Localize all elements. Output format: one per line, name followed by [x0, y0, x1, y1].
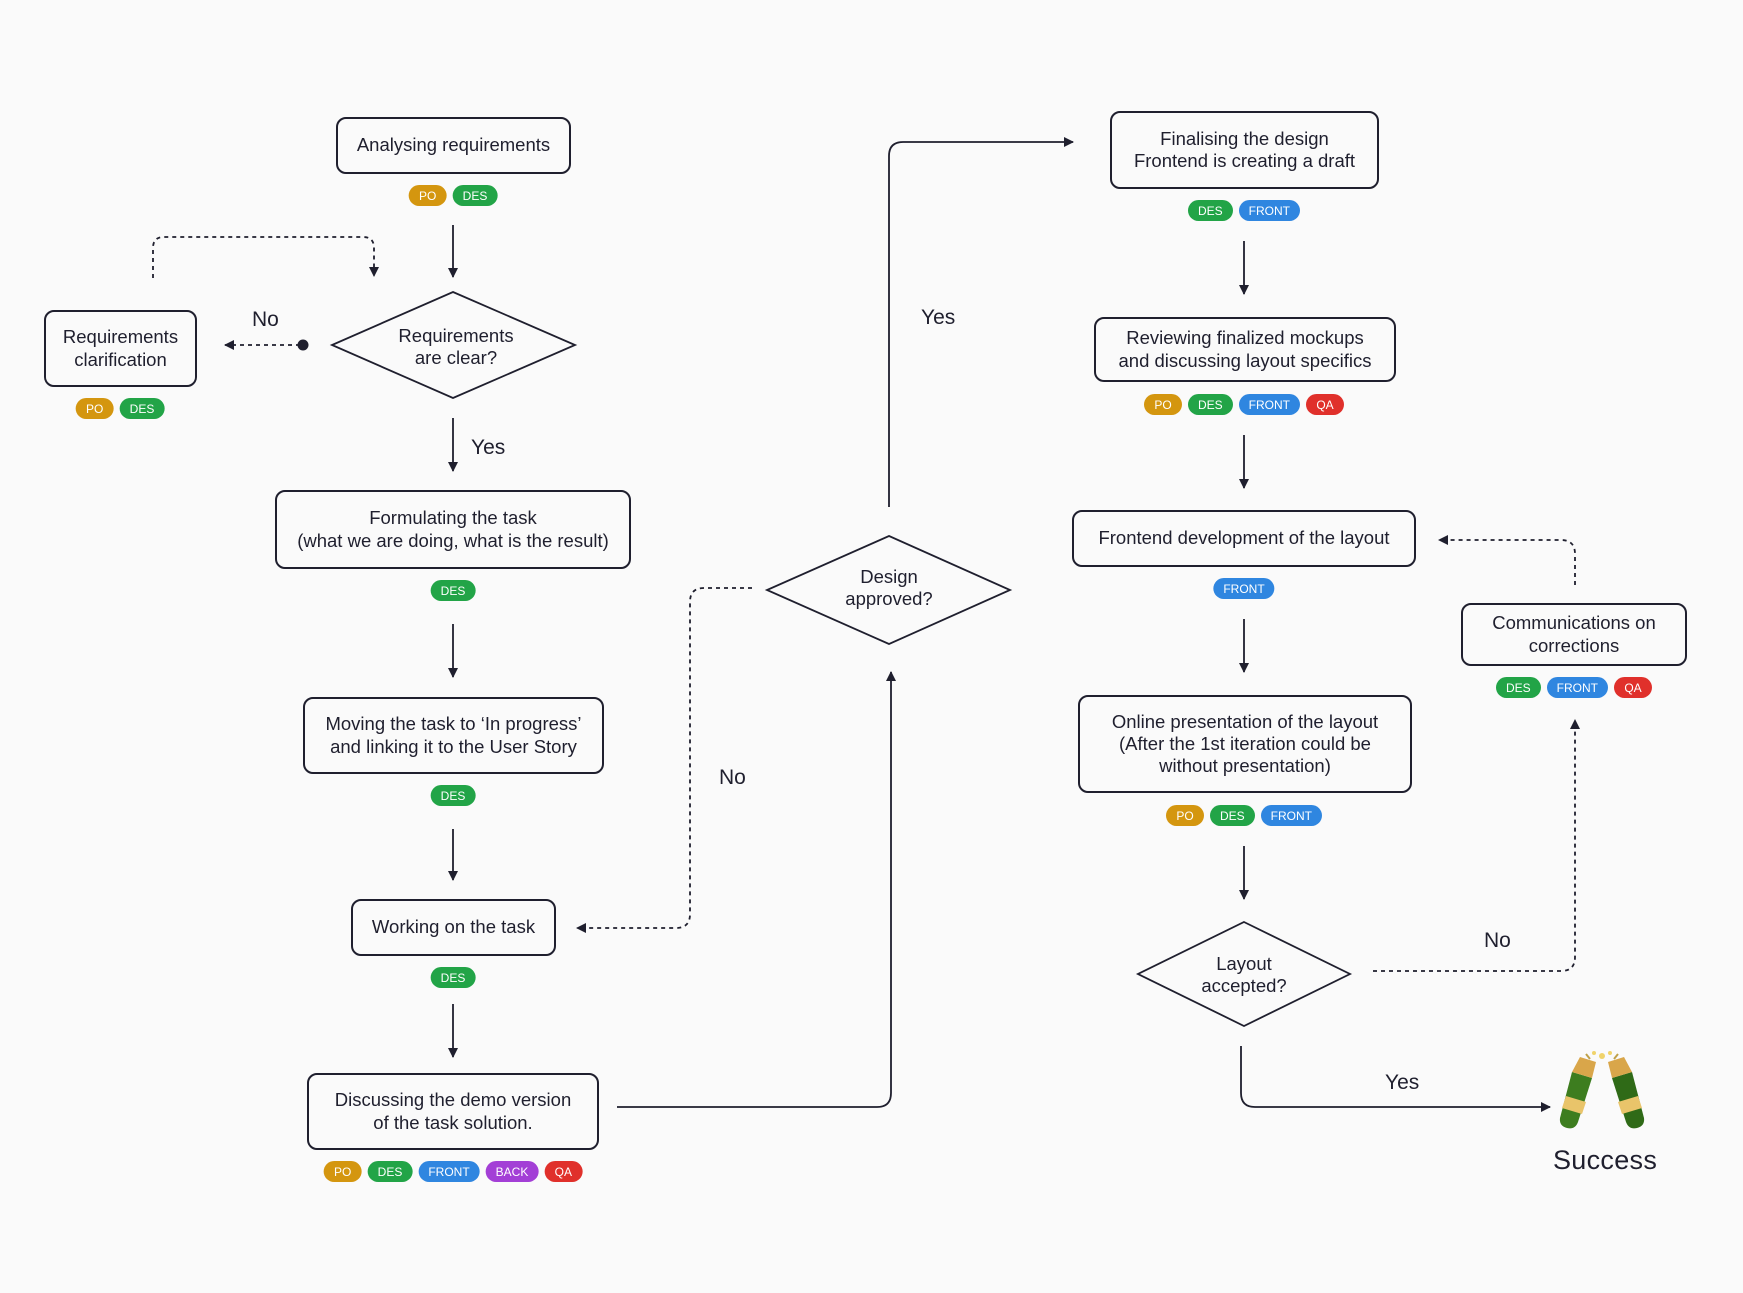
tags-formulating: DES: [430, 580, 476, 601]
node-text-line: Finalising the design: [1160, 127, 1329, 149]
node-text-line: clarification: [74, 348, 167, 370]
node-text-line: Requirements: [398, 324, 514, 346]
node-text-line: Working on the task: [371, 916, 536, 938]
no-branch-dot: [297, 339, 309, 351]
node-text-line: Requirements: [62, 326, 179, 348]
role-tag-front: FRONT: [1238, 200, 1301, 221]
role-tag-des: DES: [1209, 805, 1255, 826]
node-text-line: Frontend is creating a draft: [1133, 150, 1356, 171]
node-text-line: Formulating the task: [369, 507, 537, 529]
role-tag-front: FRONT: [1546, 677, 1609, 698]
node-online-presentation: Online presentation of the layout(After …: [1078, 695, 1412, 793]
node-text-line: are clear?: [414, 347, 498, 368]
node-text-line: Analysing requirements: [356, 134, 551, 156]
role-tag-des: DES: [430, 580, 476, 601]
role-tag-po: PO: [1143, 394, 1182, 415]
node-text-line: approved?: [845, 588, 933, 609]
label-yes-design: Yes: [921, 306, 956, 329]
node-text-line: (After the 1st iteration could be: [1119, 732, 1371, 754]
label-no-design: No: [719, 766, 746, 789]
node-text-line: Online presentation of the layout: [1111, 710, 1379, 732]
role-tag-qa: QA: [1306, 394, 1345, 415]
role-tag-po: PO: [408, 185, 447, 206]
role-tag-des: DES: [430, 967, 476, 988]
node-text-line: and linking it to the User Story: [330, 735, 577, 757]
label-yes-clear: Yes: [471, 436, 506, 459]
champagne-bottles-icon: [1559, 1051, 1645, 1129]
edge-communications-frontend: [1438, 535, 1576, 585]
node-text-line: and discussing layout specifics: [1118, 349, 1372, 371]
tags-moving: DES: [430, 785, 476, 806]
role-tag-des: DES: [1187, 394, 1233, 415]
tags-working: DES: [430, 967, 476, 988]
node-working-on-task: Working on the task: [351, 899, 556, 956]
label-yes-layout: Yes: [1385, 1071, 1420, 1094]
role-tag-back: BACK: [485, 1161, 539, 1182]
edge-discussing-design: [617, 671, 896, 1108]
edge-clarification-loop: [152, 236, 379, 278]
node-frontend-development: Frontend development of the layout: [1072, 510, 1416, 567]
role-tag-po: PO: [323, 1161, 362, 1182]
role-tag-front: FRONT: [1238, 394, 1301, 415]
node-formulating-task: Formulating the task(what we are doing, …: [275, 490, 631, 569]
node-text-line: Discussing the demo version: [334, 1089, 572, 1111]
node-text-line: Communications on: [1492, 612, 1656, 634]
edge-design-finalising: [888, 137, 1074, 507]
role-tag-des: DES: [430, 785, 476, 806]
node-text-line: Moving the task to ‘In progress’: [325, 713, 582, 735]
node-text-line: corrections: [1528, 634, 1620, 656]
node-text-line: Reviewing finalized mockups: [1126, 327, 1364, 349]
role-tag-front: FRONT: [418, 1161, 480, 1182]
role-tag-po: PO: [75, 398, 114, 419]
role-tag-po: PO: [1165, 805, 1204, 826]
node-text-line: (what we are doing, what is the result): [297, 529, 609, 551]
role-tag-des: DES: [367, 1161, 413, 1182]
role-tag-des: DES: [1187, 200, 1233, 221]
node-text-line: Design: [860, 565, 918, 587]
role-tag-front: FRONT: [1213, 578, 1275, 599]
role-tag-des: DES: [119, 398, 165, 419]
role-tag-front: FRONT: [1260, 805, 1323, 826]
node-text-line: without presentation): [1159, 755, 1331, 777]
role-tag-des: DES: [1495, 677, 1541, 698]
node-text-line: of the task solution.: [373, 1111, 533, 1133]
node-text-line: accepted?: [1201, 975, 1287, 996]
tags-frontend: FRONT: [1213, 578, 1275, 599]
node-moving-task: Moving the task to ‘In progress’and link…: [303, 697, 604, 774]
role-tag-qa: QA: [544, 1161, 583, 1182]
role-tag-des: DES: [452, 185, 498, 206]
node-text-line: Frontend development of the layout: [1098, 527, 1390, 549]
success-label: Success: [1553, 1145, 1658, 1175]
role-tag-qa: QA: [1614, 677, 1653, 698]
node-text-line: Layout: [1216, 952, 1272, 974]
label-no-layout: No: [1484, 929, 1511, 952]
node-analysing-requirements: Analysing requirements: [336, 117, 571, 174]
label-no-clear: No: [252, 308, 279, 331]
